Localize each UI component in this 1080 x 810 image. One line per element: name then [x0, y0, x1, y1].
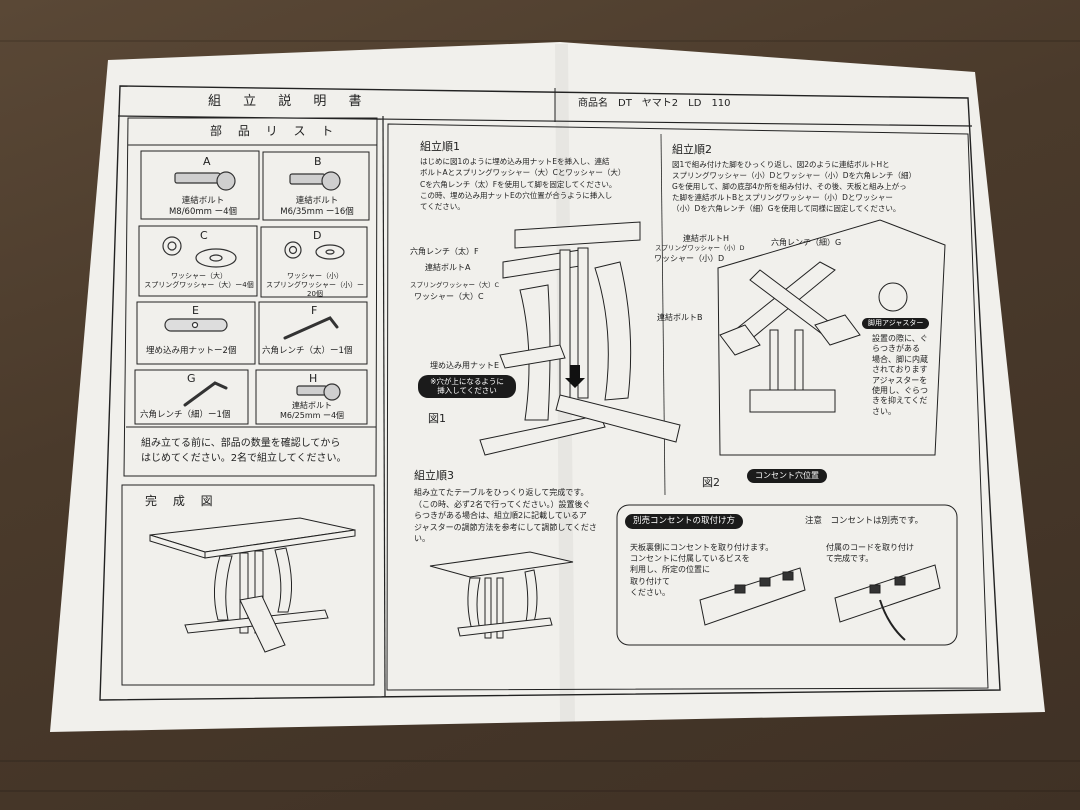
part-letter-c: C	[200, 229, 208, 242]
adjuster-pill: 脚用アジャスター	[862, 318, 930, 329]
part-label-f: 六角レンチ（太）ー1個	[262, 346, 353, 356]
part-label-a: 連結ボルト M8/60mm ー4個	[168, 196, 238, 217]
insert-arrow-icon	[565, 365, 585, 388]
outlet-note: 注意 コンセントは別売です。	[805, 516, 924, 526]
figure1-label: 図1	[428, 412, 446, 425]
step2-label-wrench: 六角レンチ（細）G	[771, 238, 842, 247]
step1-label-washer: ワッシャー（大）C	[414, 292, 484, 301]
step1-label-wrench: 六角レンチ（太）F	[410, 247, 479, 256]
part-label-h: 連結ボルト M6/25mm ー4個	[279, 401, 345, 420]
step1-label-bolt: 連結ボルトA	[425, 263, 471, 272]
washer-icon	[162, 236, 345, 268]
figure2-label: 図2	[702, 476, 720, 489]
part-label-c: ワッシャー（大） スプリングワッシャー（大）ー4個	[144, 272, 254, 289]
part-label-e: 埋め込み用ナットー2個	[146, 346, 237, 356]
outlet-text-1: 天板裏側にコンセントを取り付けます。 コンセントに付属しているビスを 利用し、所…	[630, 543, 774, 597]
part-letter-g: G	[187, 372, 196, 385]
outer-frame	[99, 85, 1001, 701]
part-letter-e: E	[192, 304, 199, 317]
step3-heading: 組立順3	[414, 469, 454, 482]
part-letter-a: A	[203, 155, 211, 168]
nut-icon	[164, 318, 228, 332]
part-label-g: 六角レンチ（細）ー1個	[140, 410, 231, 420]
part-letter-f: F	[311, 304, 318, 317]
bolt-icon	[174, 171, 341, 401]
adjuster-text: 設置の際に、ぐ らつきがある 場合、脚に内蔵 されております アジャスターを 使…	[872, 334, 928, 416]
step2-heading: 組立順2	[672, 143, 712, 156]
outlet-illustration	[699, 564, 941, 641]
step1-note-pill: ※穴が上になるように 挿入してください	[418, 375, 516, 398]
part-label-d: ワッシャー（小） スプリングワッシャー（小）ー20個	[266, 272, 364, 298]
outlet-position-pill: コンセント穴位置	[747, 469, 827, 483]
complete-heading: 完 成 図	[145, 494, 219, 508]
figure2-illustration	[717, 219, 946, 456]
step1-label-spring-washer: スプリングワッシャー（大）C	[410, 281, 500, 289]
outlet-text-2: 付属のコードを取り付け て完成です。	[826, 543, 914, 564]
step3-text: 組み立てたテーブルをひっくり返して完成です。 （この時、必ず2名で行ってください…	[414, 488, 597, 544]
step3-table-illustration	[429, 551, 574, 639]
product-name: 商品名 DT ヤマト2 LD 110	[578, 98, 731, 109]
part-label-b: 連結ボルト M6/35mm ー16個	[280, 196, 354, 217]
step2-text: 図1で組み付けた脚をひっくり返し、図2のように連結ボルトHと スプリングワッシャ…	[672, 160, 917, 213]
step2-label-spring-washer: スプリングワッシャー（小）D	[655, 244, 745, 252]
document-title: 組 立 説 明 書	[208, 94, 371, 109]
step2-label-bolt-h: 連結ボルトH	[683, 234, 730, 243]
adjuster-icon	[878, 282, 908, 312]
parts-list-heading: 部 品 リ ス ト	[210, 124, 340, 138]
part-letter-h: H	[309, 372, 318, 385]
part-letter-b: B	[314, 155, 322, 168]
step2-label-bolt-b: 連結ボルトB	[657, 313, 703, 322]
step2-label-washer: ワッシャー（小）D	[654, 254, 725, 263]
step1-heading: 組立順1	[420, 140, 460, 153]
parts-check-note: 組み立てる前に、部品の数量を確認してから はじめてください。2名で組立してくださ…	[141, 438, 347, 464]
step1-text: はじめに図1のように埋め込み用ナットEを挿入し、連結 ボルトAとスプリングワッシ…	[420, 157, 626, 211]
step1-label-nut: 埋め込み用ナットE	[430, 361, 500, 370]
figure1-illustration	[479, 221, 681, 456]
completed-table-illustration	[149, 517, 356, 653]
hex-wrench-icon	[183, 316, 339, 407]
outlet-install-pill: 別売コンセントの取付け方	[625, 514, 744, 529]
part-letter-d: D	[313, 229, 322, 242]
